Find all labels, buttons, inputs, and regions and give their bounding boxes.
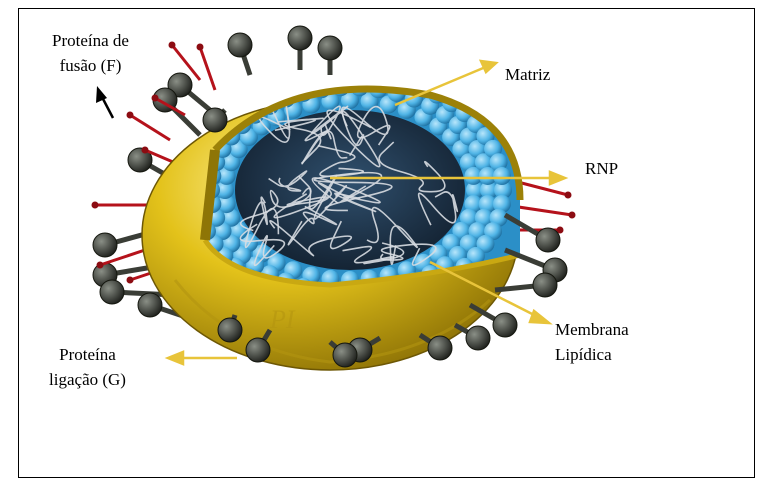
binding-protein-spike bbox=[288, 26, 312, 70]
matrix-bead bbox=[493, 167, 511, 185]
matrix-bead bbox=[270, 78, 288, 96]
matrix-bead bbox=[287, 73, 305, 91]
fusion-protein-spike bbox=[127, 112, 171, 141]
binding-protein-spike bbox=[455, 325, 490, 350]
binding-protein-label-line2: ligação (G) bbox=[30, 367, 145, 392]
matrix-bead bbox=[240, 94, 258, 112]
fusion-protein-label-line2: fusão (F) bbox=[28, 53, 153, 78]
membrane-label: Membrana Lipídica bbox=[555, 317, 655, 367]
membrane-label-line2: Lipídica bbox=[555, 342, 655, 367]
rnp-label: RNP bbox=[585, 156, 618, 181]
matrix-arrowhead bbox=[481, 61, 496, 72]
matrix-bead bbox=[341, 65, 359, 83]
matrix-bead bbox=[304, 68, 322, 86]
fusion-protein-label-line1: Proteína de bbox=[28, 28, 153, 53]
fusion-protein-spike bbox=[197, 44, 216, 91]
matrix-bead bbox=[378, 68, 396, 86]
fusion-arrow bbox=[96, 86, 113, 118]
svg-text:PI: PI bbox=[269, 305, 296, 334]
binding-protein-arrowhead bbox=[168, 352, 183, 364]
fusion-protein-label: Proteína de fusão (F) bbox=[28, 28, 153, 78]
binding-protein-label-line1: Proteína bbox=[30, 342, 145, 367]
binding-protein-spike bbox=[203, 108, 227, 132]
binding-protein-label: Proteína ligação (G) bbox=[30, 342, 145, 392]
matrix-bead bbox=[359, 66, 377, 84]
binding-protein-spike bbox=[228, 33, 252, 75]
matrix-label: Matriz bbox=[505, 62, 550, 87]
binding-protein-spike bbox=[318, 36, 342, 75]
rnp-arrowhead bbox=[550, 172, 565, 184]
membrane-arrowhead bbox=[530, 311, 549, 323]
matrix-bead bbox=[254, 86, 272, 104]
membrane-label-line1: Membrana bbox=[555, 317, 655, 342]
